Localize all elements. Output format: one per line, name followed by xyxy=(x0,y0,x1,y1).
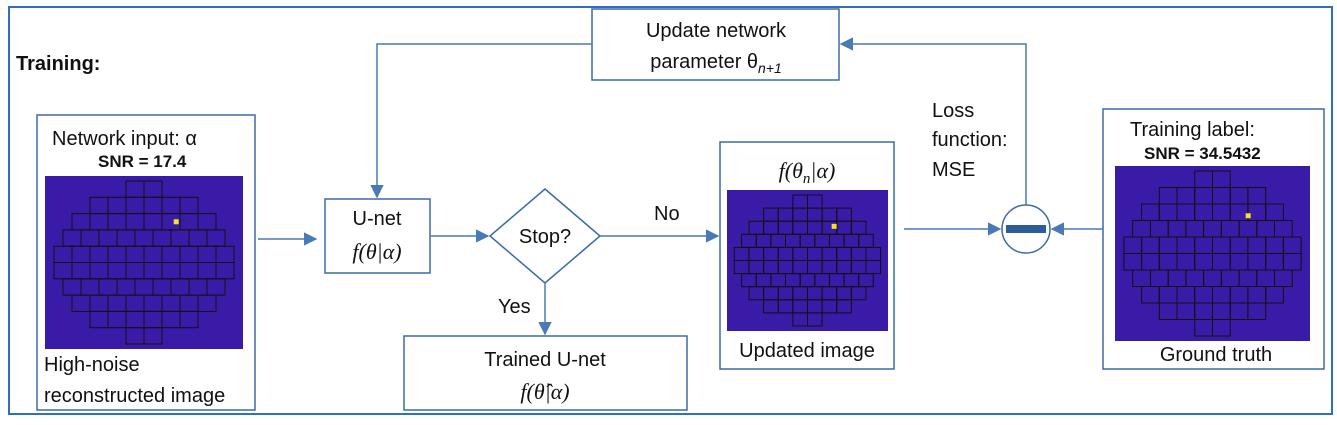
loss-line2: function: xyxy=(932,129,1008,151)
yes-label: Yes xyxy=(498,296,531,318)
update-parameter-box: Update network parameter θn+1 xyxy=(591,8,840,81)
detector-cell xyxy=(836,299,852,314)
label-box-title: Training label: xyxy=(1130,119,1255,141)
detector-cell xyxy=(807,312,823,327)
update-subscript: n+1 xyxy=(758,60,782,76)
input-image xyxy=(45,176,243,349)
label-snr: SNR = 34.5432 xyxy=(1144,144,1261,163)
update-line1: Update network xyxy=(646,20,787,42)
detector-cell xyxy=(179,310,199,329)
stop-label: Stop? xyxy=(519,226,571,248)
output-caption: Updated image xyxy=(739,340,875,362)
trained-unet-box: Trained U-net f(θ̂|α) xyxy=(403,335,688,411)
arrow-loss-to-update xyxy=(839,37,1027,205)
stop-decision: Stop? xyxy=(488,188,602,284)
trained-label: Trained U-net xyxy=(484,349,606,371)
section-title: Training: xyxy=(16,53,100,75)
input-caption-line1: High-noise xyxy=(44,354,140,376)
detector-cell xyxy=(197,294,217,312)
output-formula: f(θn|α) xyxy=(779,158,836,187)
unet-formula: f(θ|α) xyxy=(352,239,401,264)
detector-cell xyxy=(143,327,163,345)
hot-pixel xyxy=(1245,213,1251,219)
loss-line1: Loss xyxy=(932,100,974,122)
loss-line3: MSE xyxy=(932,159,975,181)
input-caption-line2: reconstructed image xyxy=(44,385,225,407)
input-box: Network input: α SNR = 17.4 High-noise r… xyxy=(36,114,256,411)
no-label: No xyxy=(654,203,680,225)
training-label-box: Training label: SNR = 34.5432 Ground tru… xyxy=(1102,108,1325,370)
input-box-title: Network input: α xyxy=(52,128,197,150)
detector-cell xyxy=(1247,302,1267,320)
label-caption: Ground truth xyxy=(1160,344,1272,366)
detector-cell xyxy=(1265,286,1284,304)
input-snr: SNR = 17.4 xyxy=(98,152,187,171)
detector-cell xyxy=(1212,319,1231,337)
unet-box: U-net f(θ|α) xyxy=(324,198,431,274)
unet-label: U-net xyxy=(353,208,402,230)
trained-formula: f(θ̂|α) xyxy=(520,379,569,404)
label-image xyxy=(1115,166,1310,341)
outer-frame xyxy=(8,6,1333,415)
update-line2: parameter θn+1 xyxy=(650,51,782,76)
hot-pixel xyxy=(831,223,837,229)
hot-pixel xyxy=(173,219,179,225)
arrow-update-to-unet xyxy=(370,43,592,199)
subtract-operator xyxy=(1001,204,1051,254)
output-box: f(θn|α) Updated image xyxy=(719,141,895,370)
detector-cell xyxy=(850,286,867,301)
minus-icon xyxy=(1006,225,1046,233)
output-image xyxy=(727,190,888,331)
